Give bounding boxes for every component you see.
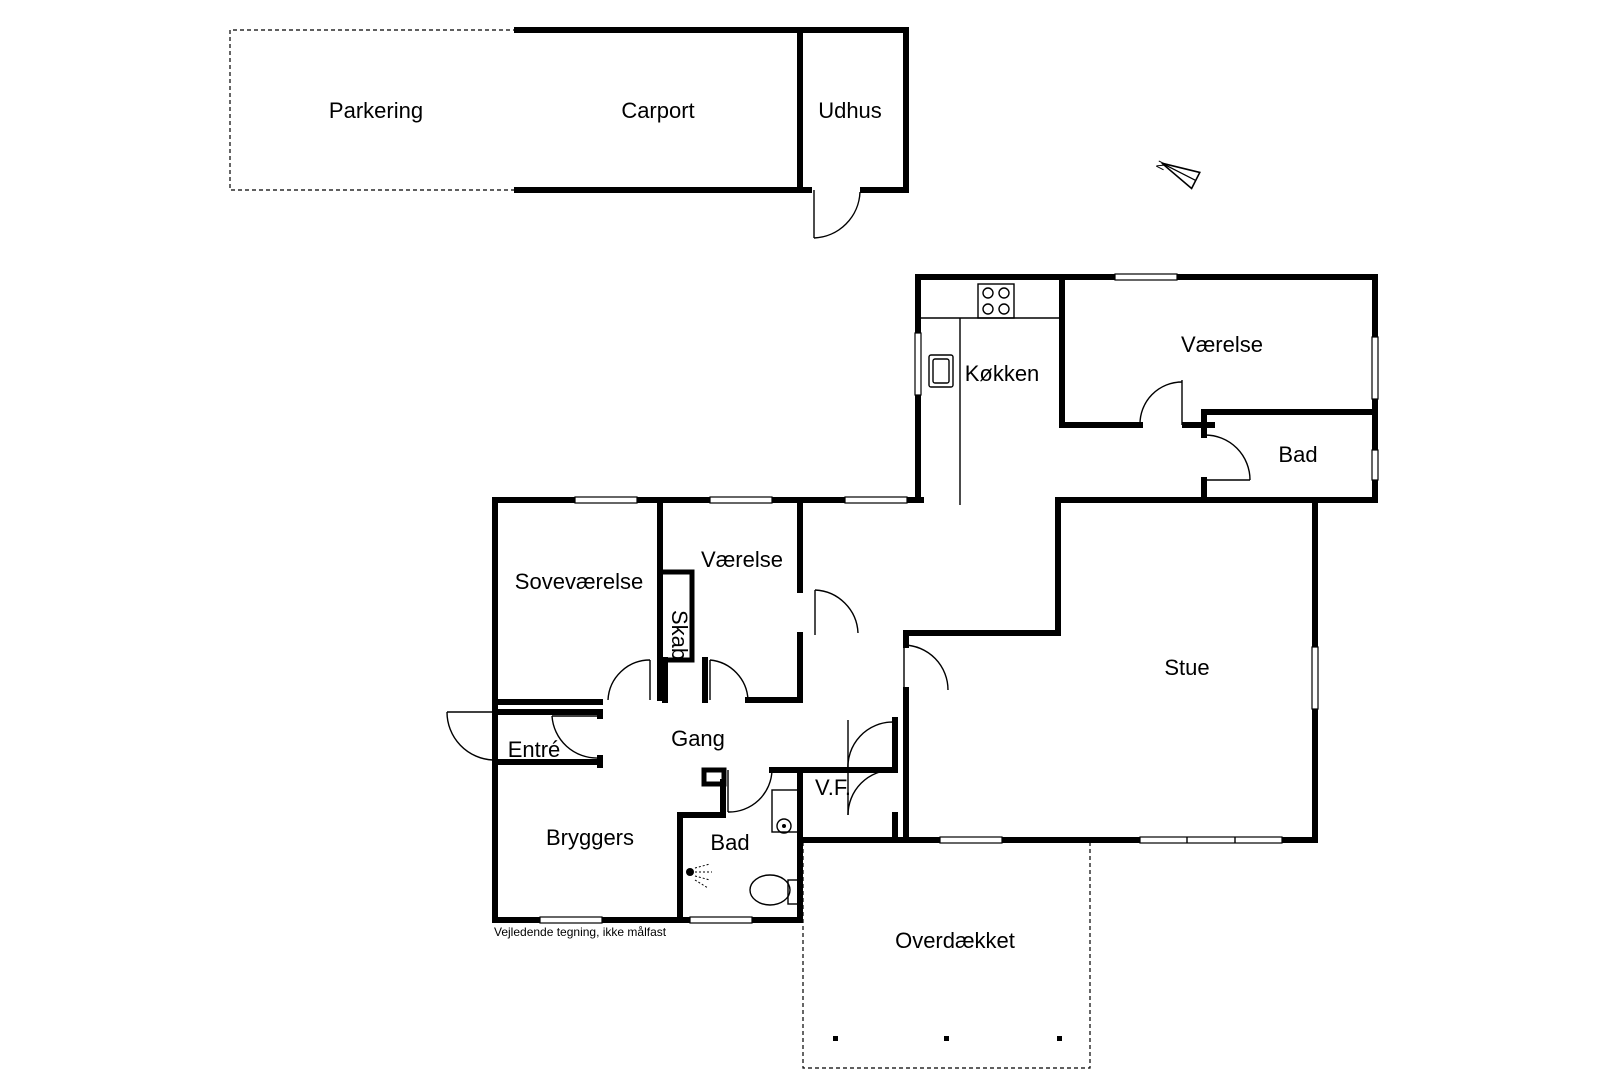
label-vf: V.F. (815, 775, 851, 800)
compass-label: N (1153, 158, 1169, 172)
washbasin-icon (771, 789, 799, 833)
label-overdaekket: Overdækket (895, 928, 1015, 953)
label-koekken: Køkken (965, 361, 1040, 386)
carport-walls (514, 27, 909, 193)
udhus-door-swing (813, 191, 861, 239)
sink-icon (928, 354, 954, 388)
label-skab: Skab (667, 610, 692, 660)
north-arrow-icon (1161, 162, 1201, 190)
label-stue: Stue (1164, 655, 1209, 680)
shower-icon (686, 863, 712, 889)
toilet-icon (749, 874, 791, 906)
garage-block (229, 27, 909, 239)
doors (446, 380, 1251, 816)
label-entre: Entré (508, 737, 561, 762)
label-gang: Gang (671, 726, 725, 751)
windows (539, 273, 1379, 924)
disclaimer-note: Vejledende tegning, ikke målfast (494, 925, 667, 939)
house-walls (492, 274, 1378, 923)
label-carport: Carport (621, 98, 694, 123)
label-bryggers: Bryggers (546, 825, 634, 850)
label-sovevaerelse: Soveværelse (515, 569, 643, 594)
kitchen-fittings (921, 283, 1062, 505)
label-udhus: Udhus (818, 98, 882, 123)
parking-outline (229, 29, 517, 191)
label-vaerelse-top: Værelse (1181, 332, 1263, 357)
label-vaerelse-mid: Værelse (701, 547, 783, 572)
terrace (802, 842, 1091, 1069)
label-parkering: Parkering (329, 98, 423, 123)
label-bad-bottom: Bad (710, 830, 749, 855)
skab-closet (657, 569, 695, 663)
bath-fixtures (686, 789, 799, 906)
label-bad-top: Bad (1278, 442, 1317, 467)
